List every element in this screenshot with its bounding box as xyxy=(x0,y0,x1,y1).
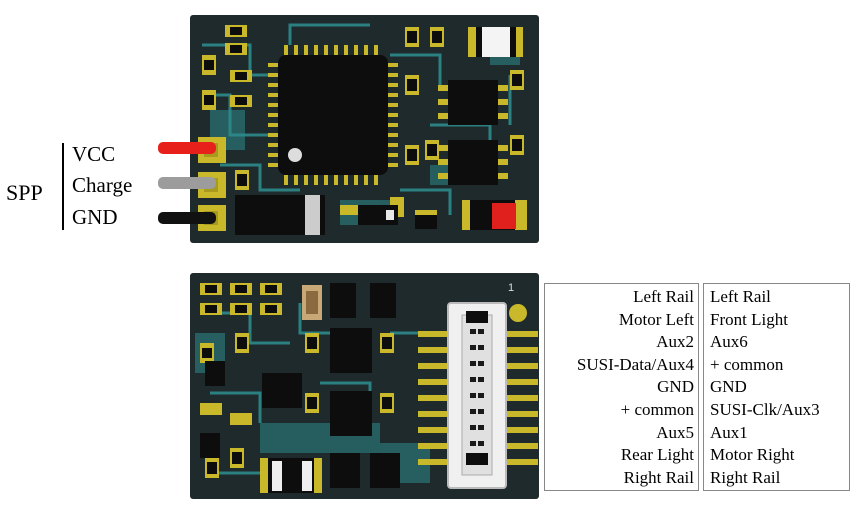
pin-label-right: Front Light xyxy=(710,309,788,329)
pin-label-left: + common xyxy=(620,399,694,419)
gnd-wire xyxy=(158,212,216,224)
connector-pin-table-left: Left Rail Motor Left Aux2 SUSI-Data/Aux4… xyxy=(544,283,699,491)
pin-label-right: Aux1 xyxy=(710,422,748,442)
pin-label-left: Motor Left xyxy=(618,309,694,329)
pin-label-left: GND xyxy=(657,377,694,397)
spp-wire-label-gnd: GND xyxy=(72,205,118,229)
pin-label-right: GND xyxy=(710,377,747,397)
spp-wire-label-vcc: VCC xyxy=(72,142,116,166)
vcc-wire xyxy=(158,142,216,154)
pin-label-right: + common xyxy=(710,354,784,374)
pin-label-left: Aux2 xyxy=(656,332,694,352)
pin-label-left: Left Rail xyxy=(633,287,694,306)
spp-group-label: SPP xyxy=(6,180,43,205)
pin-label-right: Right Rail xyxy=(710,467,781,487)
spp-wire-label-charge: Charge xyxy=(72,173,133,197)
spp-bracket-line xyxy=(62,143,64,230)
pin-label-right: Motor Right xyxy=(710,445,795,465)
spp-wires xyxy=(158,142,216,224)
pin-label-left: SUSI-Data/Aux4 xyxy=(576,354,694,374)
pin-label-right: Aux6 xyxy=(710,332,748,352)
connector-pin-table-right: Left Rail Front Light Aux6 + common GND … xyxy=(703,283,850,491)
pin-label-right: Left Rail xyxy=(710,287,771,306)
charge-wire xyxy=(158,177,216,189)
pin-label-left: Rear Light xyxy=(620,445,694,465)
pin1-marker: 1 xyxy=(508,282,514,294)
decoder-board-bottom: 1 xyxy=(190,273,539,499)
pin-label-right: SUSI-Clk/Aux3 xyxy=(710,399,820,419)
pin-label-left: Aux5 xyxy=(656,422,694,442)
pin-label-left: Right Rail xyxy=(623,467,694,487)
decoder-board-top xyxy=(190,15,539,243)
